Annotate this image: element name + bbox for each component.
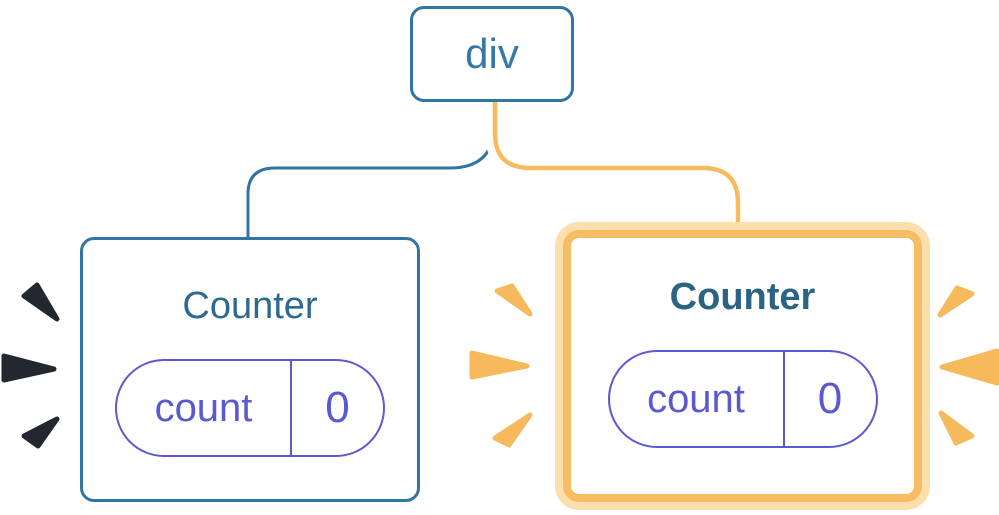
burst-ray-icon (938, 410, 975, 446)
burst-marks-right-counter-right (937, 285, 999, 446)
right-counter-title: Counter (669, 276, 816, 318)
burst-ray-icon (21, 282, 60, 322)
right-counter-state-pill: count 0 (607, 350, 878, 448)
burst-marks-right-counter-left (469, 283, 533, 448)
node-div: div (410, 6, 574, 102)
burst-ray-icon (469, 350, 530, 380)
burst-ray-icon (492, 412, 533, 448)
left-counter-state-pill: count 0 (115, 359, 385, 457)
node-div-label: div (465, 30, 519, 77)
left-counter-card: Counter count 0 (80, 237, 420, 502)
state-key-label: count (610, 352, 785, 446)
right-counter-card-highlighted: Counter count 0 (563, 230, 922, 502)
edge-div-to-right-counter (492, 100, 741, 232)
burst-ray-icon (937, 285, 975, 318)
burst-ray-icon (21, 416, 60, 449)
burst-ray-icon (939, 348, 999, 386)
burst-ray-icon (494, 283, 533, 317)
state-value: 0 (325, 383, 350, 432)
burst-marks-left-counter (1, 282, 60, 449)
state-key-label: count (117, 361, 292, 455)
state-value: 0 (817, 374, 843, 423)
left-counter-title: Counter (182, 285, 318, 327)
burst-ray-icon (1, 353, 57, 383)
edge-div-to-left-counter (246, 104, 497, 241)
